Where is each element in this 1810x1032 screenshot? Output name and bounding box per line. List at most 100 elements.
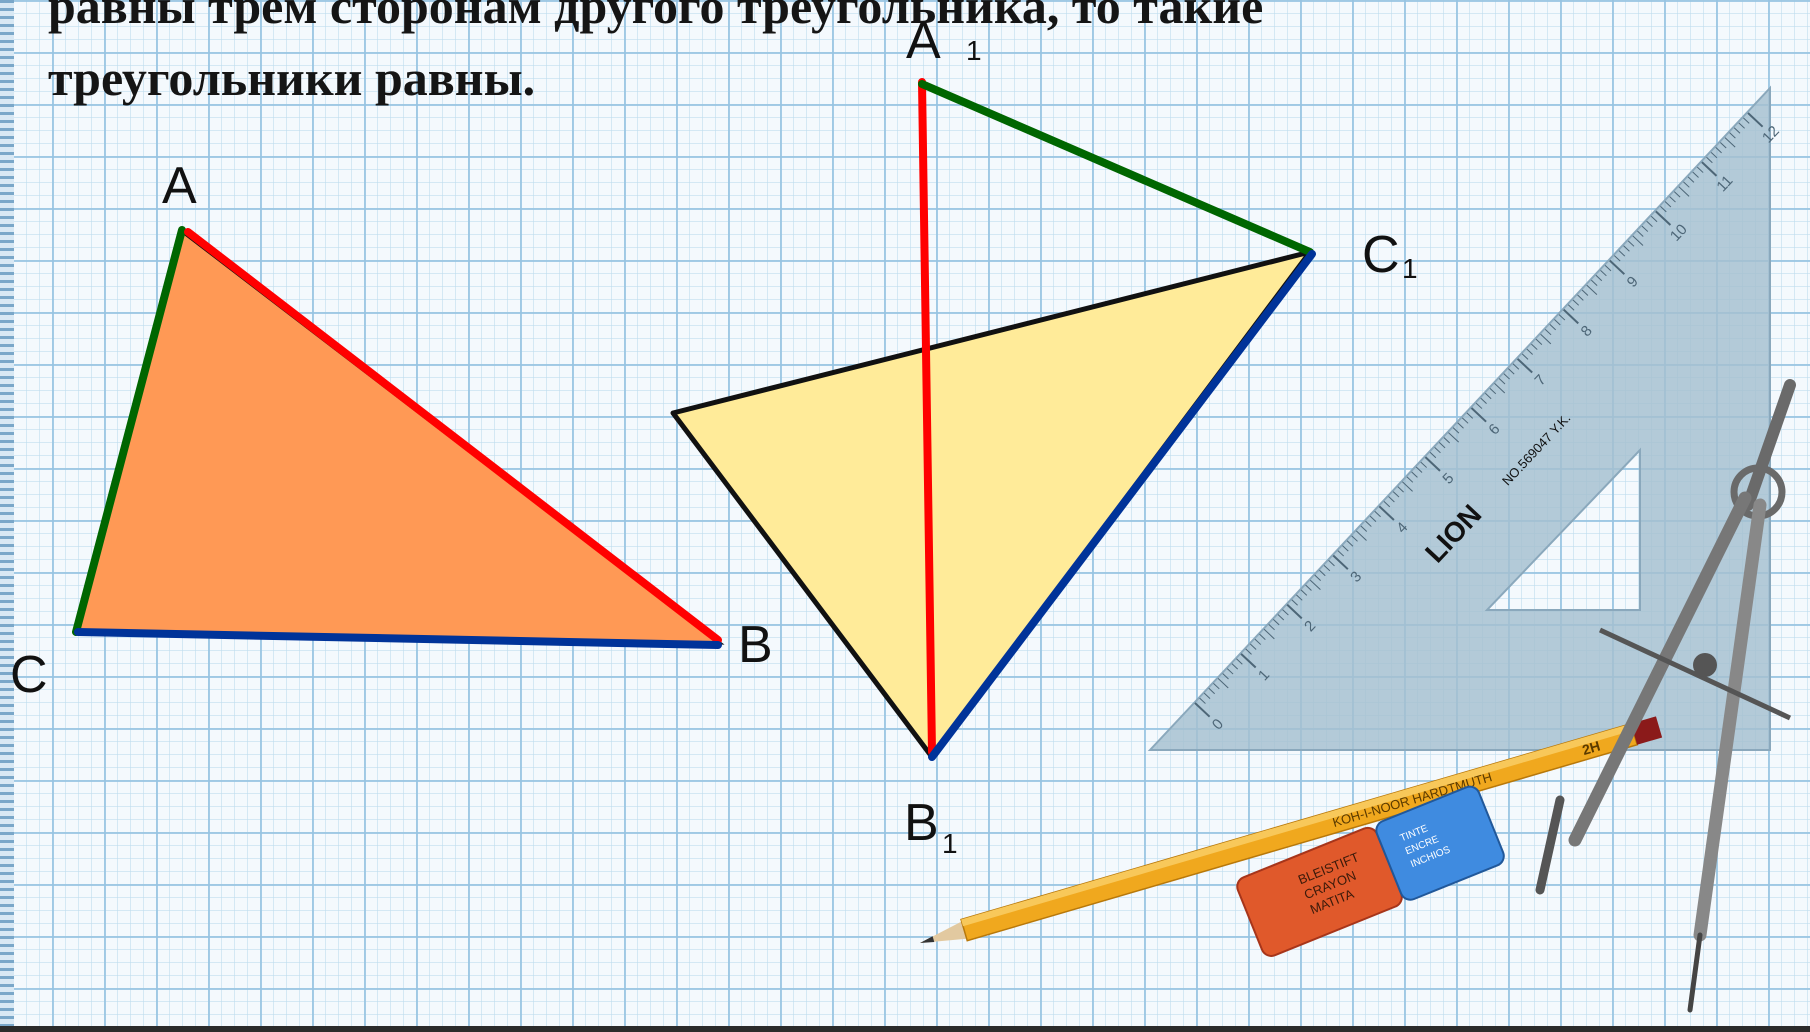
scale-tick [1669, 196, 1676, 203]
scale-tick [1710, 151, 1718, 159]
compass-needle [1687, 932, 1703, 1013]
compass [1535, 379, 1796, 1013]
vertex-label-b: B [738, 616, 773, 674]
scale-tick [1646, 220, 1653, 228]
scale-tick [1581, 289, 1589, 296]
scale-tick [1627, 240, 1635, 247]
pencil-grade: 2H [1580, 738, 1602, 758]
scale-tick [1277, 614, 1285, 621]
scale-tick [1328, 560, 1335, 567]
heading-line-1: равны трем сторонам другого треугольника… [48, 0, 1264, 34]
scale-tick [1231, 663, 1239, 670]
vertex-label-a: A [162, 157, 197, 215]
scale-tick [1664, 201, 1672, 208]
scale-tick [1374, 510, 1381, 518]
bottom-border [0, 1026, 1810, 1032]
scale-tick [1743, 117, 1750, 124]
scale-tick [1296, 594, 1303, 601]
scale-tick [1531, 343, 1538, 350]
vertex-label-c1: C [1362, 226, 1400, 284]
scale-tick [1678, 186, 1690, 197]
scale-tick [1272, 619, 1280, 626]
scale-tick [1516, 358, 1533, 374]
scale-tick [1508, 368, 1515, 375]
side-ac [72, 226, 186, 636]
scale-tick [1309, 579, 1321, 591]
set-square-scale-ticks [1194, 112, 1764, 718]
scale-tick [1286, 603, 1303, 620]
scale-tick [1655, 210, 1672, 226]
scale-tick [1406, 476, 1414, 483]
scale-tick [1388, 496, 1395, 503]
scale-tick [1378, 505, 1395, 521]
scale-tick [1595, 274, 1603, 282]
side-bc [74, 628, 722, 649]
scale-tick [1323, 564, 1331, 572]
scale-tick [1715, 147, 1722, 154]
compass-handle [1742, 379, 1796, 511]
compass-leg-left [1568, 491, 1752, 847]
pencil-tip [920, 921, 967, 943]
scale-tick [1314, 574, 1321, 582]
scale-tick [1443, 437, 1451, 444]
scale-tick [1461, 417, 1469, 424]
scale-tick [1452, 427, 1460, 434]
scale-tick [1342, 545, 1349, 552]
scale-tick [1604, 265, 1612, 272]
scale-tick [1351, 535, 1358, 542]
vertex-label-b1-subscript: 1 [942, 828, 958, 859]
compass-adjuster-wheel [1693, 653, 1717, 677]
scale-tick [1319, 569, 1326, 577]
scale-tick [1562, 308, 1579, 325]
scale-tick [1494, 383, 1506, 394]
pencil-lead [920, 936, 935, 943]
scale-tick [1724, 137, 1736, 148]
scale-tick [1466, 412, 1474, 419]
scale-tick [1549, 324, 1557, 331]
scale-tick [1208, 687, 1216, 695]
compass-leg-right [1693, 498, 1767, 942]
scale-tick [1747, 112, 1764, 128]
scale-tick [1660, 206, 1667, 213]
compass-adjuster-bar [1598, 627, 1792, 721]
scale-tick [1429, 451, 1437, 459]
scale-tick [1673, 191, 1681, 198]
scale-tick [1706, 156, 1713, 164]
scale-tick [1282, 609, 1289, 616]
scale-tick [1540, 333, 1552, 345]
scale-tick [1291, 599, 1298, 606]
eraser: BLEISTIFT CRAYON MATITA TINTE ENCRE INCH… [1236, 785, 1505, 957]
scale-tick [1554, 319, 1561, 326]
scale-tick [1213, 682, 1220, 690]
scale-tick [1586, 284, 1598, 296]
scale-tick [1397, 486, 1404, 493]
scale-tick [1222, 673, 1229, 680]
scale-tick [1305, 584, 1312, 591]
scale-tick [1650, 215, 1658, 223]
vertex-label-c1-subscript: 1 [1402, 253, 1418, 284]
scale-tick [1614, 255, 1621, 262]
triangle-abc: A B C [10, 157, 773, 704]
scale-tick [1475, 402, 1483, 409]
scale-tick [1365, 520, 1372, 527]
scale-tick [1632, 235, 1644, 246]
scale-tick [1263, 628, 1275, 640]
scale-tick [1346, 540, 1354, 547]
pencil-highlight [961, 723, 1633, 927]
scale-tick [1526, 348, 1533, 355]
scale-tick [1392, 491, 1400, 498]
scale-tick [1448, 432, 1460, 443]
scale-tick [1249, 643, 1257, 650]
scale-tick [1434, 446, 1441, 454]
scale-tick [1369, 515, 1377, 523]
scale-tick [1300, 589, 1308, 596]
scale-tick [1489, 387, 1497, 395]
side-b1c1 [928, 250, 1316, 761]
heading-line-2: треугольники равны. [48, 50, 536, 106]
scale-tick [1457, 422, 1464, 429]
scale-tick [1590, 279, 1598, 287]
scale-tick [1600, 269, 1607, 277]
scale-tick [1470, 407, 1487, 423]
